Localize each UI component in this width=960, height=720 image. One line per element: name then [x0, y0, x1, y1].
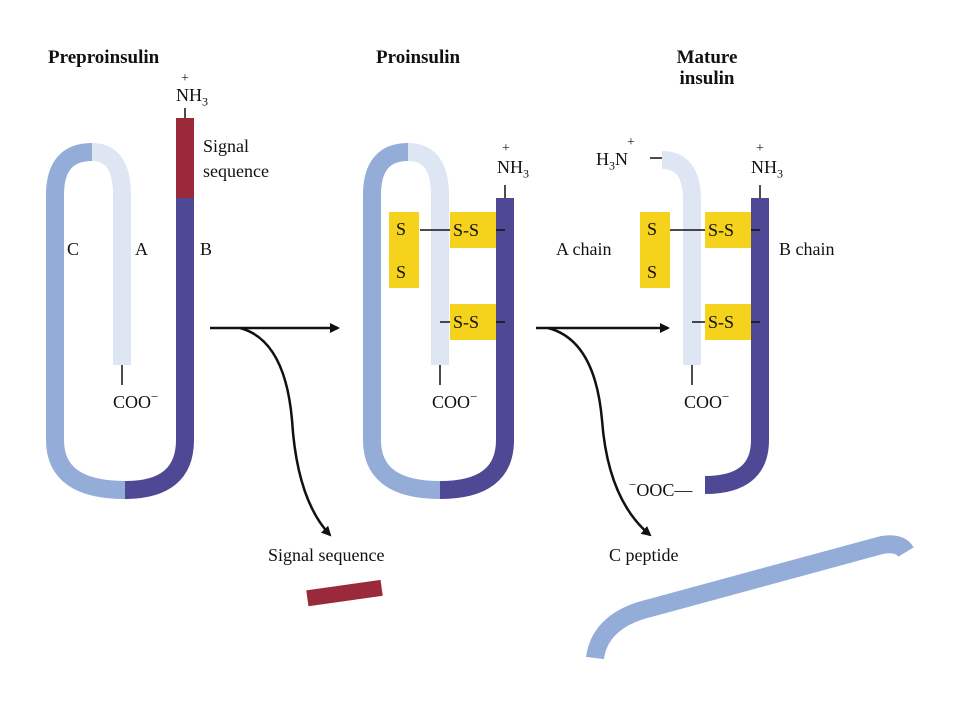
preproinsulin-nh3-charge: +: [181, 71, 189, 86]
preproinsulin-molecule: [46, 108, 194, 499]
preproinsulin-title: Preproinsulin: [48, 47, 160, 68]
c-peptide-product-label: C peptide: [609, 545, 679, 565]
mature-disulfide-lower: [705, 304, 751, 340]
proinsulin-nh3-charge: +: [502, 141, 510, 156]
proinsulin-intrachain-s-top: S: [396, 219, 407, 239]
preproinsulin-b-chain: [124, 198, 194, 499]
chain-a-label: A: [135, 239, 148, 259]
proinsulin-disulfide-lower: [450, 304, 496, 340]
mature-ss-lower-label: S-S: [708, 312, 735, 332]
proinsulin-intrachain-s-bottom: S: [396, 262, 407, 282]
mature-nh3-group: NH3: [751, 157, 783, 181]
mature-h3n-group: H3N: [596, 149, 628, 173]
mature-intrachain-s-bottom: S: [647, 262, 658, 282]
b-chain-label: B chain: [779, 239, 835, 259]
preproinsulin-c-chain: [46, 143, 126, 499]
mature-disulfide-upper: [705, 212, 751, 248]
preproinsulin-signal-segment: [176, 118, 194, 198]
proinsulin-a-chain: [407, 143, 449, 365]
proinsulin-molecule: [363, 143, 514, 499]
proinsulin-ss-upper-label: S-S: [453, 220, 480, 240]
proinsulin-disulfide-upper: [450, 212, 496, 248]
proinsulin-ss-lower-label: S-S: [453, 312, 480, 332]
mature-intrachain-disulfide: [640, 212, 670, 288]
arrow-to-proinsulin: [210, 323, 340, 537]
proinsulin-c-chain: [363, 143, 441, 499]
mature-intrachain-s-top: S: [647, 219, 658, 239]
mature-b-chain: [704, 198, 769, 494]
preproinsulin-a-chain: [91, 143, 131, 365]
proinsulin-b-chain: [439, 198, 514, 499]
proinsulin-intrachain-disulfide: [389, 212, 419, 288]
mature-ooc-group: −OOC—: [629, 477, 693, 500]
released-c-peptide: [586, 535, 914, 660]
proinsulin-coo-group: COO−: [432, 389, 478, 412]
signal-label-line2: sequence: [203, 161, 269, 181]
proinsulin-title: Proinsulin: [376, 47, 461, 68]
mature-h3n-charge: +: [627, 135, 635, 150]
a-chain-label: A chain: [556, 239, 612, 259]
arrow-to-mature-insulin: [536, 323, 670, 537]
mature-title-line2: insulin: [679, 67, 735, 89]
mature-nh3-charge: +: [756, 141, 764, 156]
chain-b-label: B: [200, 239, 213, 259]
mature-ss-upper-label: S-S: [708, 220, 735, 240]
chain-c-label: C: [67, 239, 80, 259]
signal-sequence-product-label: Signal sequence: [268, 545, 385, 565]
mature-a-chain: [661, 151, 701, 365]
preproinsulin-coo-group: COO−: [113, 389, 159, 412]
released-signal-segment: [306, 579, 383, 607]
mature-title-line1: Mature: [676, 47, 738, 68]
mature-insulin-title: Mature insulin: [667, 47, 747, 90]
mature-coo-group: COO−: [684, 389, 730, 412]
preproinsulin-nh3-group: NH3: [176, 85, 208, 109]
signal-label-line1: Signal: [203, 136, 250, 156]
proinsulin-nh3-group: NH3: [497, 157, 529, 181]
